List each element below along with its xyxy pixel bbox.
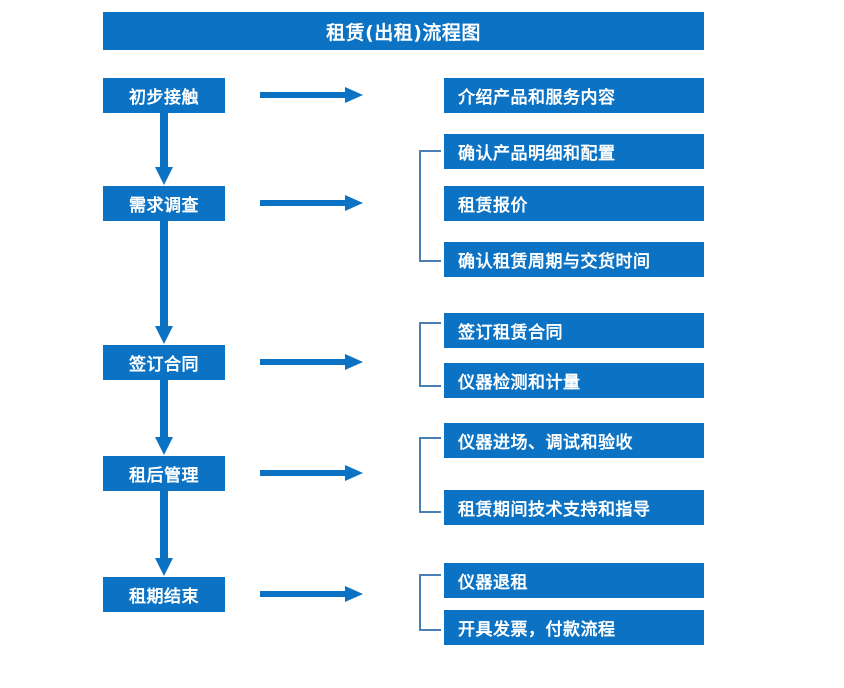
detail-box-2[interactable]: 确认产品明细和配置 — [444, 134, 704, 169]
detail-box-6[interactable]: 仪器检测和计量 — [444, 363, 704, 398]
diagram-title: 租赁(出租)流程图 — [103, 12, 704, 50]
flow-arrow-down-4 — [155, 491, 173, 576]
stage-box-5[interactable]: 租期结束 — [103, 577, 225, 612]
stage-box-4[interactable]: 租后管理 — [103, 456, 225, 491]
flow-arrow-right-4 — [260, 465, 363, 481]
stage-box-1[interactable]: 初步接触 — [103, 78, 225, 113]
group-bracket-1 — [419, 150, 441, 262]
detail-box-10[interactable]: 开具发票，付款流程 — [444, 610, 704, 645]
flow-arrow-right-2 — [260, 195, 363, 211]
detail-box-5[interactable]: 签订租赁合同 — [444, 313, 704, 348]
flow-arrow-down-3 — [155, 380, 173, 455]
flow-arrow-right-5 — [260, 586, 363, 602]
stage-box-2[interactable]: 需求调查 — [103, 186, 225, 221]
group-bracket-2 — [419, 322, 441, 387]
detail-box-1[interactable]: 介绍产品和服务内容 — [444, 78, 704, 113]
detail-box-7[interactable]: 仪器进场、调试和验收 — [444, 423, 704, 458]
detail-box-3[interactable]: 租赁报价 — [444, 186, 704, 221]
detail-box-4[interactable]: 确认租赁周期与交货时间 — [444, 242, 704, 277]
group-bracket-4 — [419, 574, 441, 631]
stage-box-3[interactable]: 签订合同 — [103, 345, 225, 380]
detail-box-9[interactable]: 仪器退租 — [444, 563, 704, 598]
flow-arrow-right-1 — [260, 87, 363, 103]
group-bracket-3 — [419, 437, 441, 513]
detail-box-8[interactable]: 租赁期间技术支持和指导 — [444, 490, 704, 525]
flow-arrow-down-2 — [155, 221, 173, 344]
flow-arrow-right-3 — [260, 354, 363, 370]
flow-arrow-down-1 — [155, 113, 173, 185]
